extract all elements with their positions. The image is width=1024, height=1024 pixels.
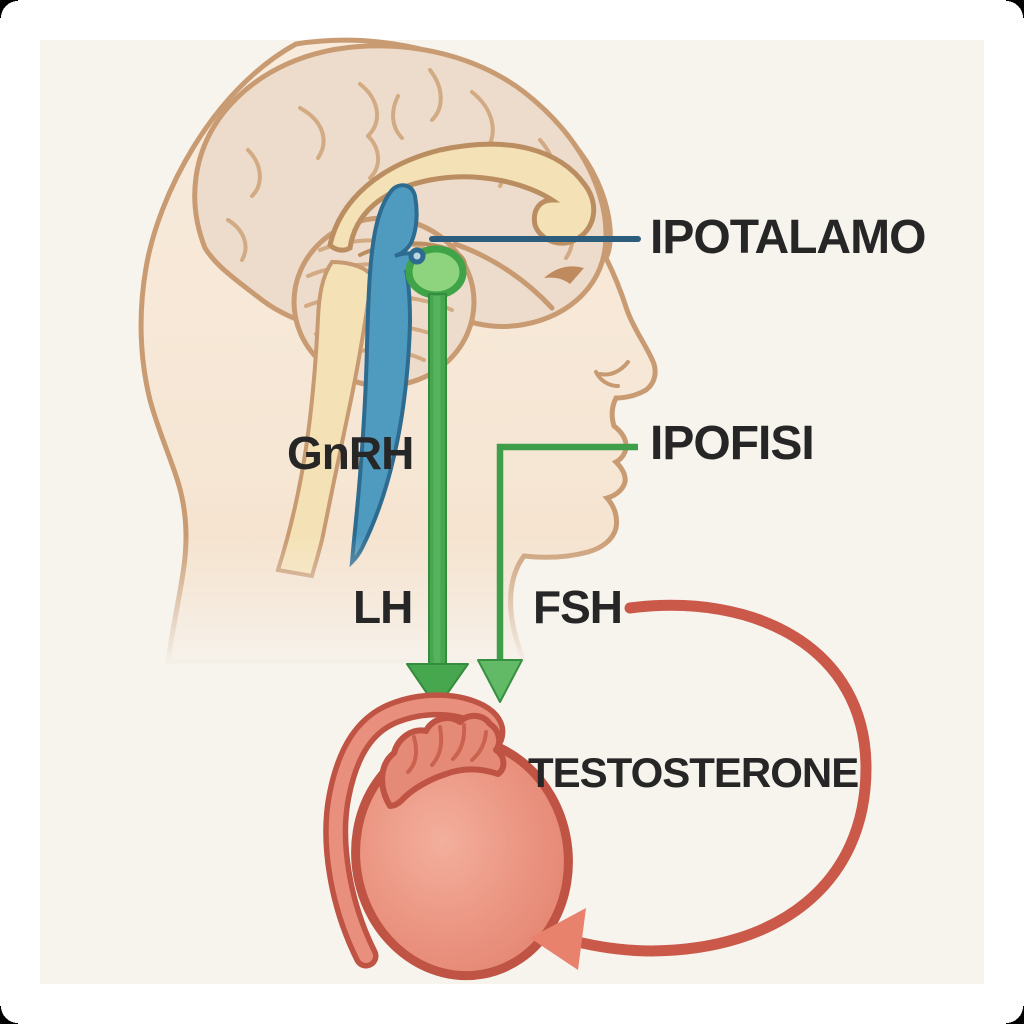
label-testosterone: TESTOSTERONE [528, 749, 859, 796]
label-lh: LH [353, 581, 413, 633]
corner-notch-bottom-left [0, 1006, 18, 1024]
corner-notch-top-left [0, 0, 18, 18]
nostril-mark [594, 370, 620, 388]
gnrh-lh-arrow [406, 293, 469, 709]
fsh-arrow [477, 443, 638, 703]
label-hypothalamus: IPOTALAMO [650, 211, 926, 264]
label-gnrh: GnRH [287, 427, 414, 479]
label-pituitary: IPOFISI [650, 417, 815, 470]
testosterone-feedback-arrow [530, 599, 872, 970]
corner-notch-bottom-right [1006, 1006, 1024, 1024]
nose-side-mark [598, 360, 630, 377]
head-profile [138, 37, 658, 665]
hypothalamus-dot [408, 247, 426, 265]
hypothalamus-region [349, 183, 429, 568]
testis [323, 692, 573, 981]
eyebrow-mark [544, 266, 584, 284]
label-fsh: FSH [533, 581, 623, 633]
corner-notch-top-right [1006, 0, 1024, 18]
